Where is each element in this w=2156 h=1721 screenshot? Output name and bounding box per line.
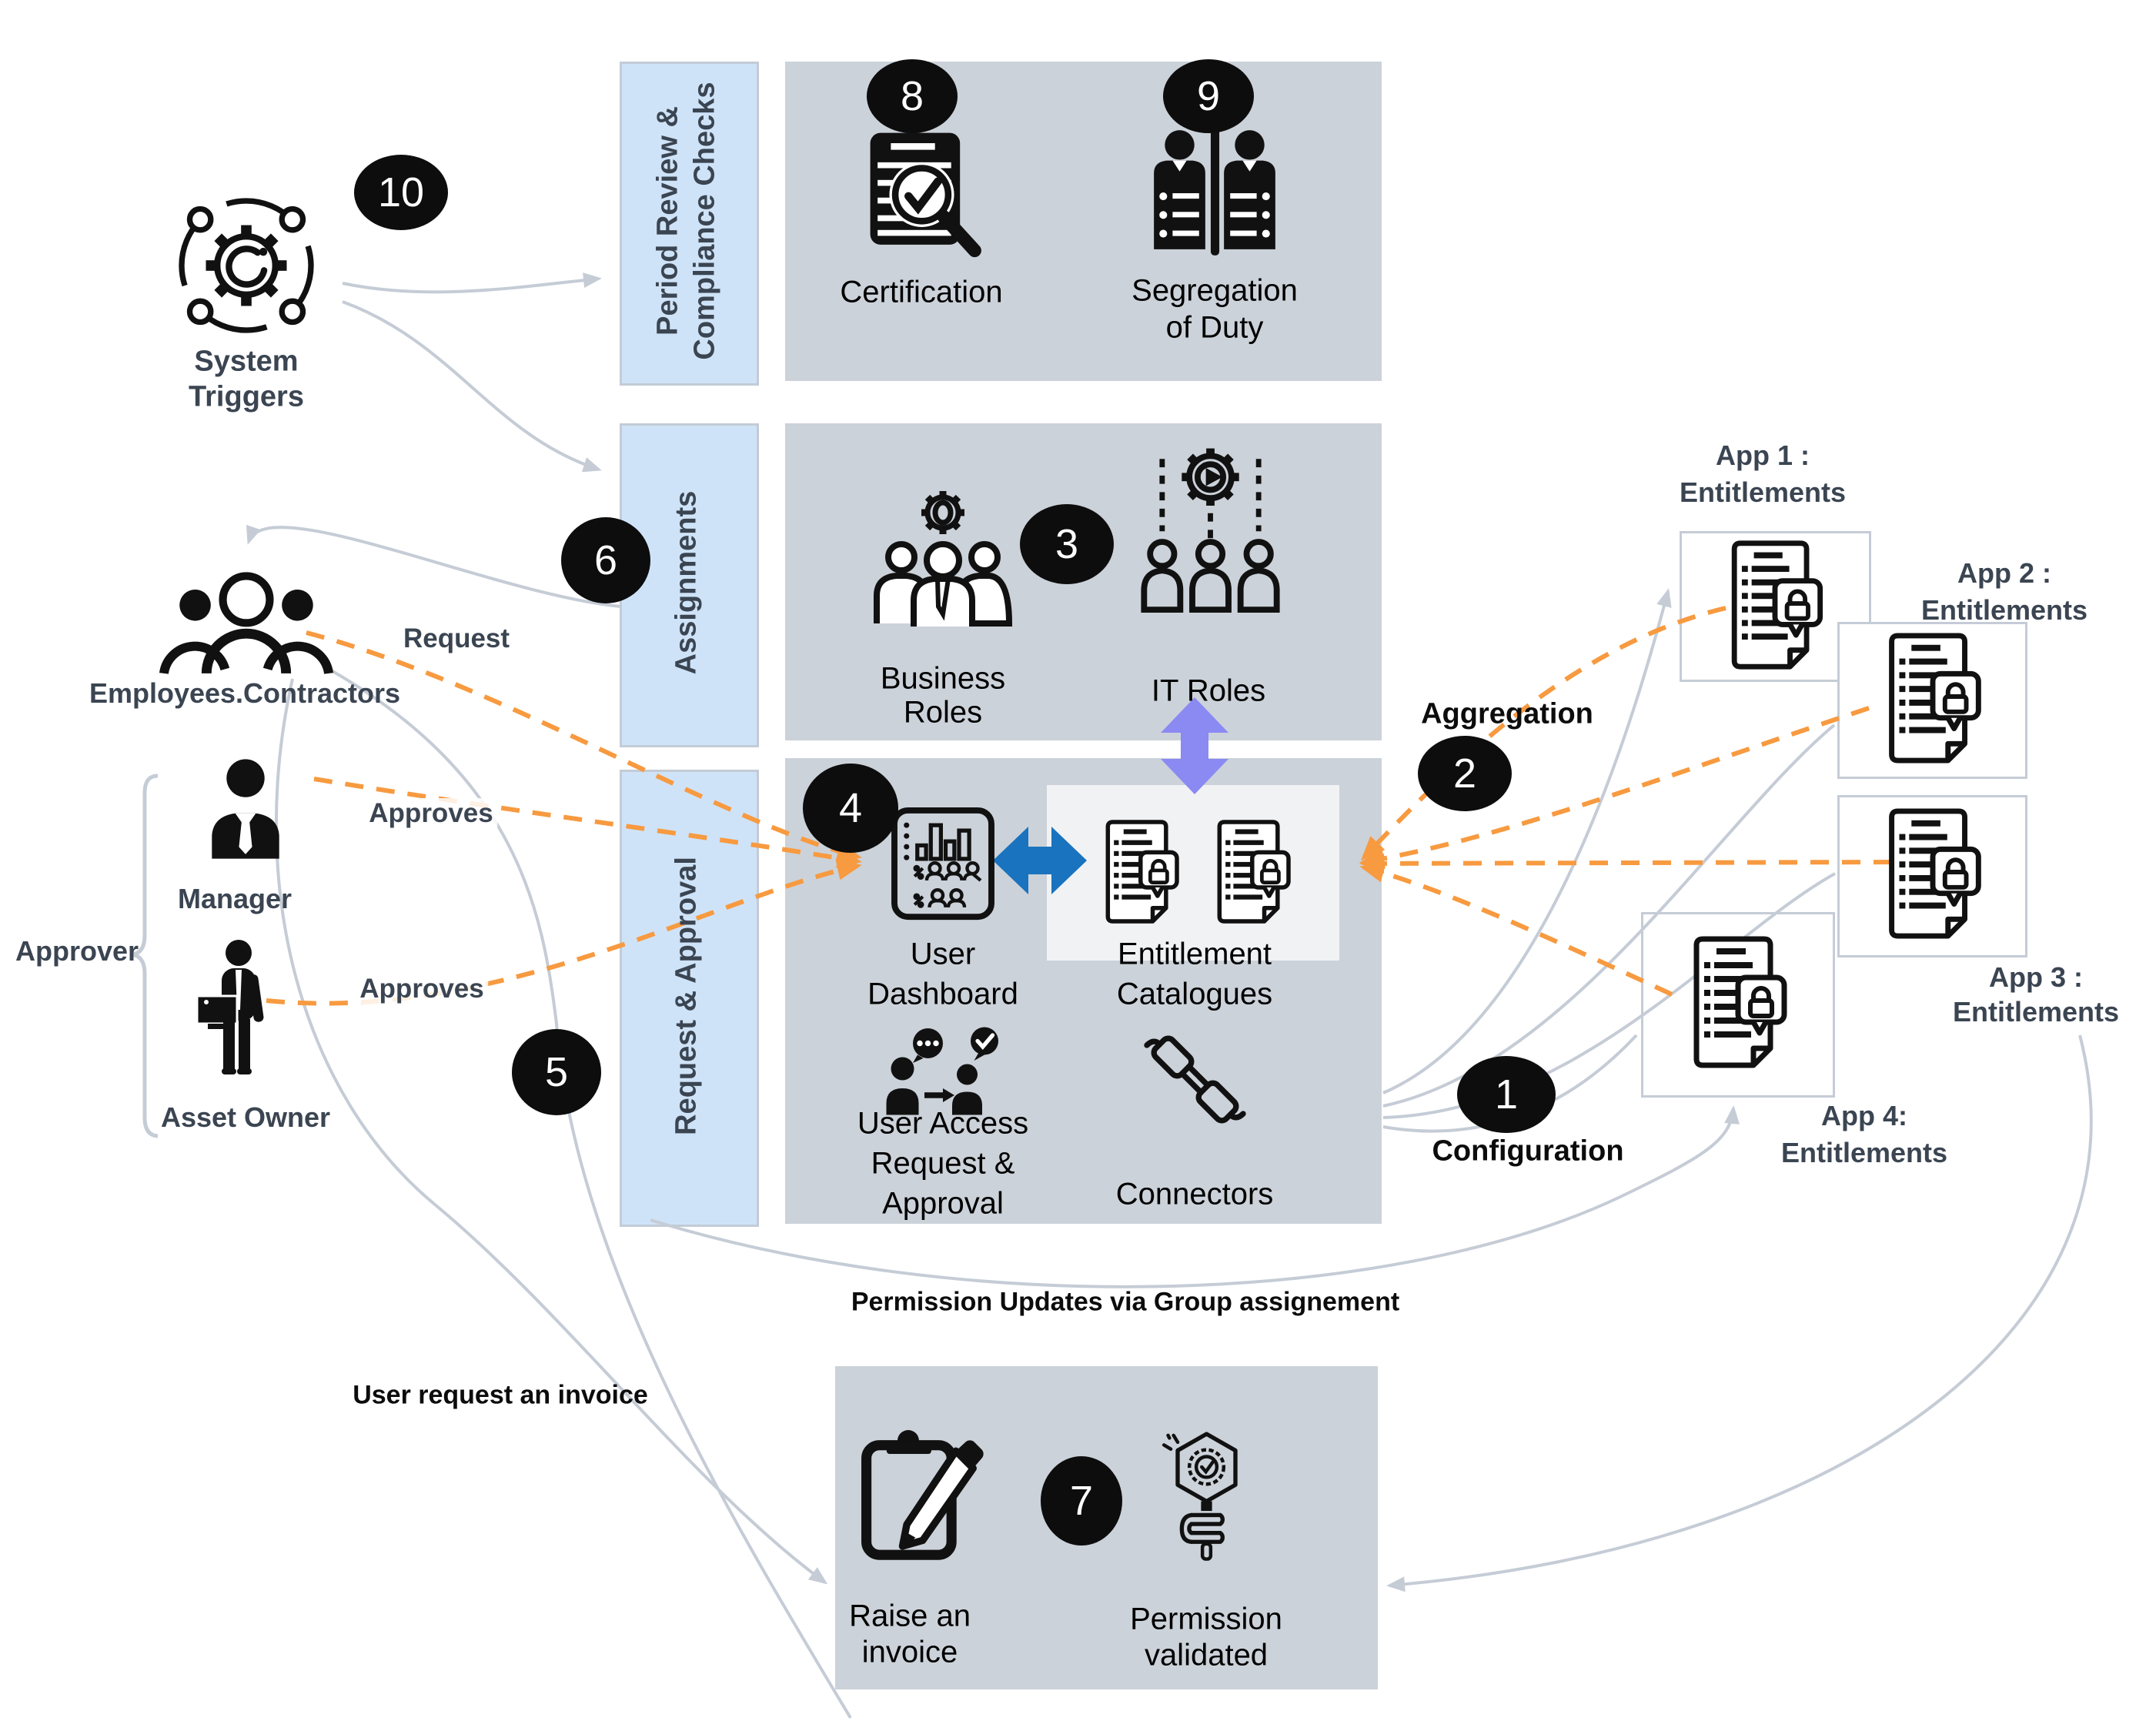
badge-5: 5: [512, 1029, 601, 1115]
segregation-of-duty-icon: [1145, 125, 1285, 257]
lane-request-approval: [620, 770, 759, 1227]
dash-agg-app4: [1359, 863, 1673, 997]
entitlement-doc-icon-1: [1095, 812, 1185, 931]
app2-entitlements-icon: [1870, 630, 1994, 767]
badge-6: 6: [561, 517, 650, 603]
app2-label-2: Entitlements: [1920, 594, 2088, 626]
user-invoice-label: User request an invoice: [353, 1380, 648, 1410]
dash-approves-manager: [313, 777, 862, 868]
approver-brace: [132, 774, 159, 1138]
entitlement-doc-icon-2: [1206, 812, 1297, 931]
raise-invoice-label-1: Raise an: [849, 1599, 971, 1633]
system-triggers-icon: [165, 185, 327, 346]
badge-7: 7: [1041, 1456, 1122, 1546]
badge-2: 2: [1418, 736, 1512, 811]
itroles-catalogue-sync-arrow: [1161, 697, 1228, 794]
badge-3: 3: [1020, 504, 1114, 584]
approves-manager-label: Approves: [364, 798, 498, 829]
app4-label-1: App 4:: [1821, 1100, 1907, 1131]
wire-assignments-to-employees: [246, 524, 621, 608]
permission-validated-label-1: Permission: [1130, 1602, 1282, 1636]
system-triggers-label-1: System: [194, 345, 299, 378]
approver-label: Approver: [15, 935, 139, 967]
badge-8: 8: [867, 59, 958, 133]
it-roles-icon: [1120, 440, 1301, 644]
entitlement-catalogues-label-1: Entitlement: [1117, 937, 1272, 971]
lane-period-review-label: Period Review & Compliance Checks: [651, 82, 721, 360]
app3-label-2: Entitlements: [1952, 996, 2120, 1028]
dash-agg-app1: [1360, 606, 1726, 861]
user-access-label-2: Request &: [871, 1146, 1015, 1181]
badge-1: 1: [1457, 1056, 1556, 1133]
user-access-label-3: Approval: [882, 1186, 1004, 1221]
dash-agg-app2: [1359, 706, 1870, 869]
permission-updates-label: Permission Updates via Group assignement: [851, 1287, 1400, 1317]
business-roles-icon: [858, 483, 1028, 633]
user-dashboard-icon: [889, 805, 997, 922]
wire-triggers-to-review: [342, 272, 602, 294]
segregation-label-2: of Duty: [1165, 310, 1264, 345]
asset-owner-icon: [194, 939, 279, 1078]
app1-label-1: App 1 :: [1716, 439, 1810, 471]
system-triggers-label-2: Triggers: [189, 380, 304, 413]
wire-user-invoice-request: [274, 678, 828, 1585]
permission-validated-icon: [1158, 1425, 1255, 1572]
app4-entitlements-icon: [1676, 933, 1799, 1071]
connectors-icon: [1135, 1020, 1255, 1139]
wire-permission-updates-to-app4: [650, 1105, 1740, 1288]
employees-label: Employees.Contractors: [89, 677, 401, 709]
aggregation-label: Aggregation: [1421, 697, 1593, 730]
badge-4: 4: [803, 764, 898, 853]
user-access-icon: [862, 1024, 1024, 1116]
user-dashboard-label-2: Dashboard: [867, 977, 1018, 1011]
manager-label: Manager: [177, 883, 292, 914]
asset-owner-label: Asset Owner: [160, 1101, 331, 1133]
entitlement-catalogues-label-2: Catalogues: [1116, 977, 1273, 1011]
app1-entitlements-icon: [1713, 537, 1836, 673]
certification-label: Certification: [840, 275, 1003, 309]
request-edge-label: Request: [398, 623, 515, 654]
app1-label-2: Entitlements: [1679, 476, 1847, 508]
lane-assignments-label: Assignments: [670, 490, 703, 675]
manager-icon: [202, 754, 289, 864]
app4-label-2: Entitlements: [1780, 1137, 1948, 1168]
app3-label-1: App 3 :: [1989, 961, 2083, 993]
lane-assignments: [620, 423, 759, 747]
user-dashboard-label-1: User: [910, 937, 976, 971]
dash-agg-app3: [1359, 853, 1893, 874]
wire-config-to-app1: [1382, 588, 1672, 1094]
raise-invoice-icon: [851, 1422, 988, 1565]
app3-entitlements-icon: [1870, 805, 1994, 942]
raise-invoice-label-2: invoice: [861, 1635, 958, 1669]
business-roles-label-1: Business: [880, 661, 1006, 696]
lane-request-approval-label: Request & Approval: [670, 857, 703, 1135]
wire-triggers-to-assignments: [342, 300, 602, 473]
user-access-label-1: User Access: [857, 1106, 1029, 1141]
lane-period-review: [620, 62, 759, 386]
approves-owner-label: Approves: [355, 974, 489, 1004]
configuration-label: Configuration: [1432, 1135, 1624, 1168]
business-roles-label-2: Roles: [903, 695, 983, 730]
badge-10: 10: [354, 155, 448, 230]
certification-icon: [854, 127, 989, 259]
badge-9: 9: [1163, 59, 1254, 133]
connectors-label: Connectors: [1115, 1177, 1274, 1211]
dashboard-catalogue-sync-arrow: [993, 827, 1087, 894]
wire-apps-to-invoice: [1386, 1034, 2093, 1592]
permission-validated-label-2: validated: [1144, 1638, 1269, 1673]
it-roles-label: IT Roles: [1151, 673, 1266, 708]
segregation-label-1: Segregation: [1131, 273, 1298, 308]
employees-icon: [154, 566, 339, 677]
app2-label-1: App 2 :: [1957, 557, 2051, 589]
dash-request: [306, 630, 862, 862]
